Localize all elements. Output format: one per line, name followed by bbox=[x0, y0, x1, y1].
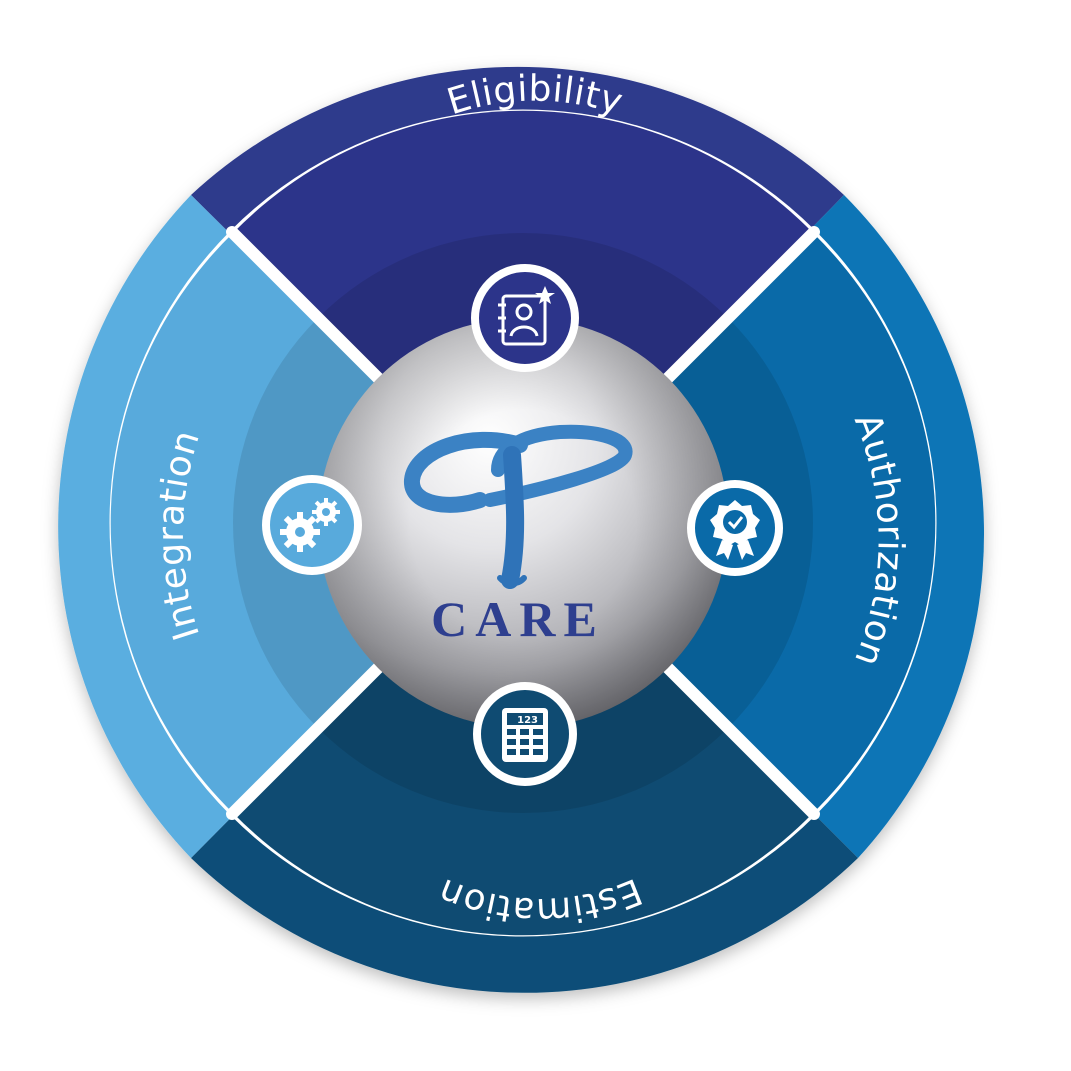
icon-button-authorization[interactable] bbox=[687, 480, 783, 576]
dividers bbox=[226, 226, 820, 820]
icon-button-integration[interactable] bbox=[262, 475, 362, 575]
divider-bottom-left bbox=[226, 660, 386, 820]
divider-top-right bbox=[660, 226, 820, 386]
calculator-icon: 123 bbox=[502, 708, 548, 762]
cp-monogram-icon bbox=[404, 424, 633, 589]
icon-button-eligibility[interactable] bbox=[471, 264, 579, 372]
gears-icon bbox=[280, 498, 340, 552]
calculator-display: 123 bbox=[517, 715, 538, 726]
icon-button-estimation[interactable]: 123 bbox=[473, 682, 577, 786]
award-badge-icon bbox=[710, 500, 760, 560]
id-card-star-icon bbox=[498, 286, 555, 346]
divider-bottom-right bbox=[660, 660, 820, 820]
divider-top-left bbox=[226, 226, 386, 386]
logo-word: CARE bbox=[431, 591, 605, 647]
